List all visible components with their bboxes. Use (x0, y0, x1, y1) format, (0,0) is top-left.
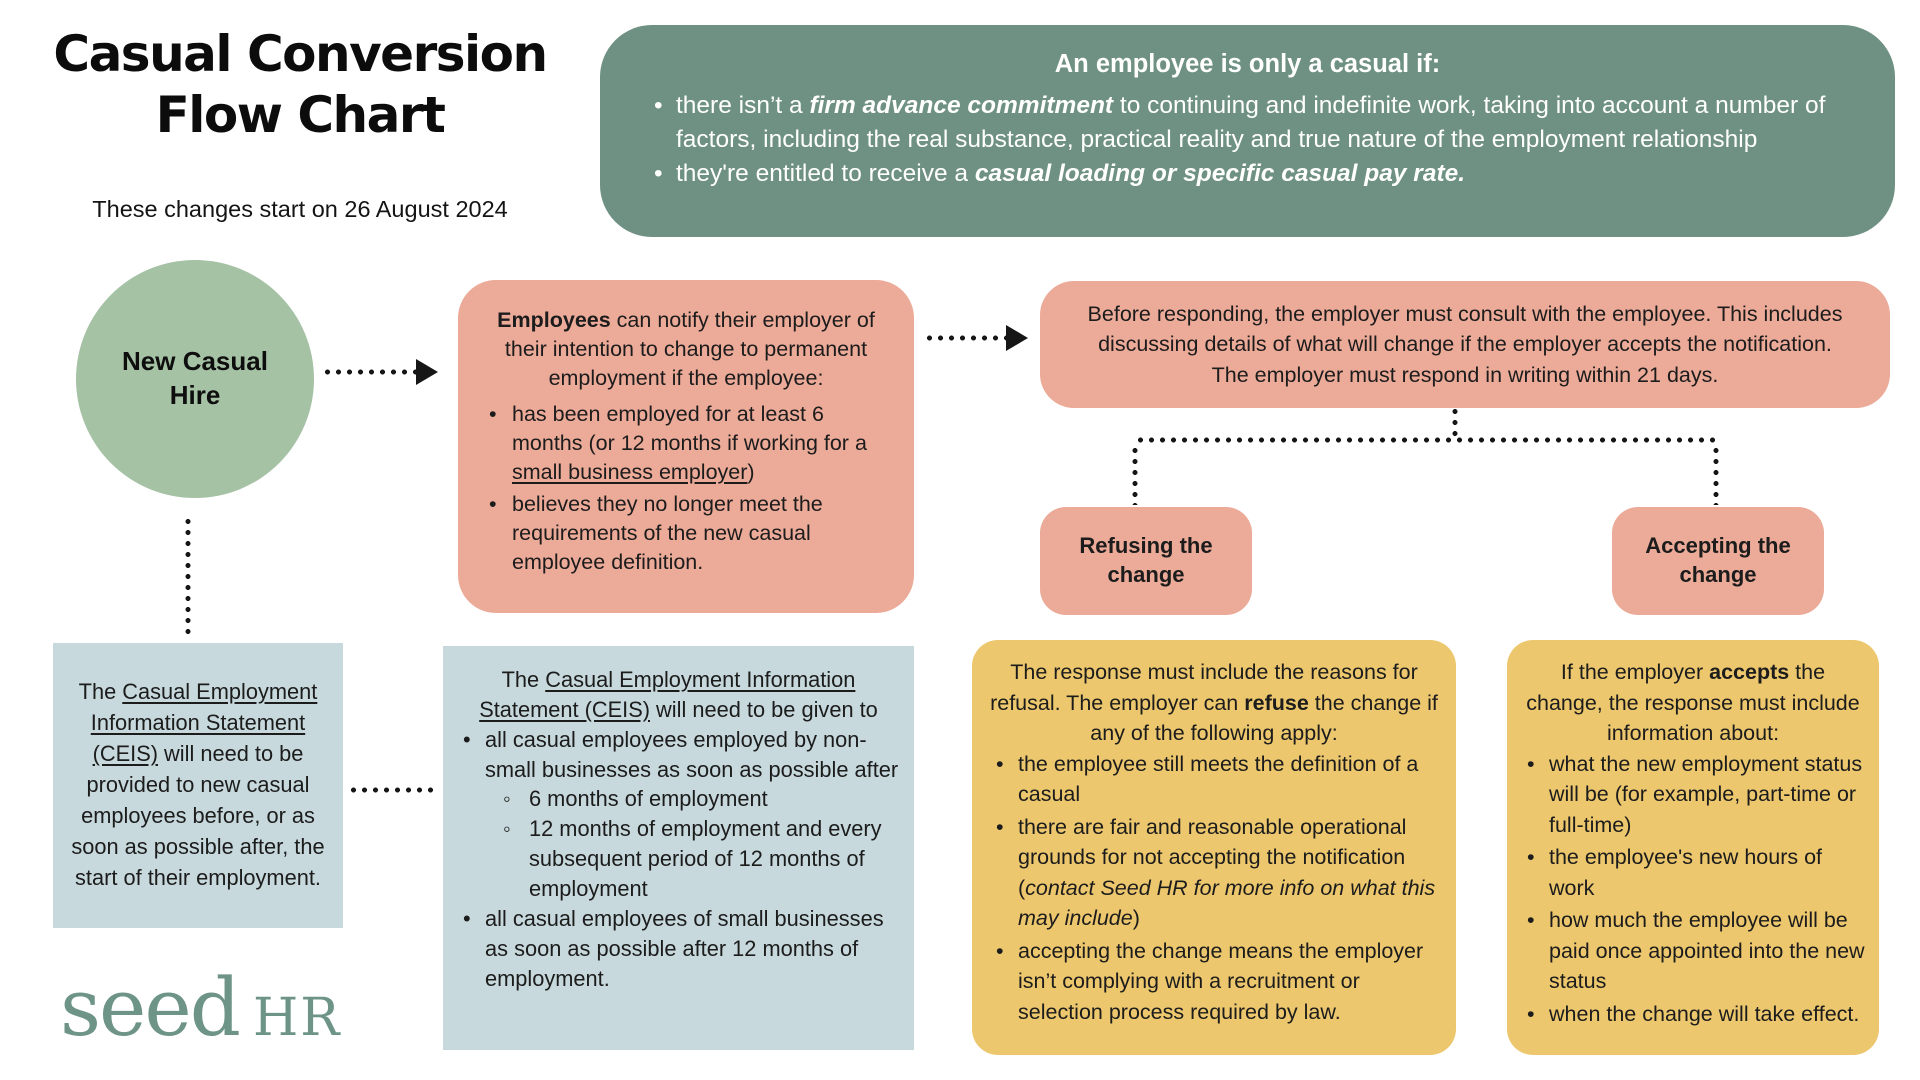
ceis-given-box: The Casual Employment Information Statem… (443, 646, 914, 1050)
dotted-connector-ceis-boxes (348, 787, 438, 793)
dotted-connector-start-to-ceis (185, 516, 191, 638)
ceis-given-intro: The Casual Employment Information Statem… (479, 667, 878, 722)
ceis-given-sub-bullet: 12 months of employment and every subseq… (497, 814, 902, 904)
employee-notify-bullet: has been employed for at least 6 months … (482, 400, 890, 487)
page-subtitle: These changes start on 26 August 2024 (92, 196, 508, 222)
employee-notify-intro: Employees can notify their employer of t… (497, 308, 875, 391)
dotted-connector-consult-stub (1452, 406, 1458, 440)
ceis-given-list: all casual employees employed by non-sma… (455, 725, 902, 994)
dotted-connector-to-refuse (1132, 445, 1138, 505)
page-title-line-2: Flow Chart (155, 86, 446, 144)
casual-definition-bullet: they're entitled to receive a casual loa… (646, 157, 1849, 192)
acceptance-details-box: If the employer accepts the change, the … (1507, 640, 1879, 1055)
acceptance-details-list: what the new employment status will be (… (1521, 749, 1865, 1030)
new-casual-hire-label: New Casual Hire (122, 346, 268, 410)
acceptance-details-bullet: the employee's new hours of work (1521, 842, 1865, 903)
refusing-change-label: Refusing the change (1079, 533, 1213, 587)
refusal-details-bullet: there are fair and reasonable operationa… (990, 812, 1438, 934)
dotted-connector-branch (1135, 437, 1721, 443)
refusal-details-intro: The response must include the reasons fo… (990, 660, 1438, 746)
acceptance-details-bullet: how much the employee will be paid once … (1521, 905, 1865, 997)
acceptance-details-bullet: what the new employment status will be (… (1521, 749, 1865, 841)
casual-definition-box: An employee is only a casual if: there i… (600, 25, 1895, 237)
employer-consult-text: Before responding, the employer must con… (1087, 301, 1843, 387)
casual-definition-heading: An employee is only a casual if: (1054, 50, 1441, 78)
seed-hr-logo-seed: seed (60, 961, 241, 1054)
ceis-given-sub-bullet: 6 months of employment (497, 784, 902, 814)
seed-hr-logo: seed HR (60, 968, 341, 1048)
ceis-given-bullet: all casual employees of small businesses… (455, 904, 902, 994)
page-title: Casual Conversion Flow Chart (38, 24, 562, 146)
ceis-given-bullet: all casual employees employed by non-sma… (455, 725, 902, 785)
acceptance-details-bullet: when the change will take effect. (1521, 999, 1865, 1030)
employer-consult-box: Before responding, the employer must con… (1040, 281, 1890, 408)
dotted-connector-start-to-notify (322, 369, 416, 375)
employee-notify-bullet: believes they no longer meet the require… (482, 490, 890, 577)
dotted-connector-notify-to-consult (924, 335, 1008, 341)
accepting-change-node: Accepting the change (1612, 507, 1824, 615)
page-title-line-1: Casual Conversion (53, 25, 548, 83)
new-casual-hire-node: New Casual Hire (76, 260, 314, 498)
refusal-details-list: the employee still meets the definition … (990, 749, 1438, 1028)
arrow-right-icon (1006, 325, 1028, 351)
refusal-details-bullet: the employee still meets the definition … (990, 749, 1438, 810)
dotted-connector-to-accept (1713, 445, 1719, 505)
refusing-change-node: Refusing the change (1040, 507, 1252, 615)
acceptance-details-intro: If the employer accepts the change, the … (1526, 660, 1860, 746)
seed-hr-logo-hr: HR (252, 988, 342, 1048)
employee-notify-list: has been employed for at least 6 months … (482, 400, 890, 577)
casual-definition-list: there isn’t a firm advance commitment to… (646, 89, 1849, 192)
arrow-right-icon (416, 359, 438, 385)
employee-notify-box: Employees can notify their employer of t… (458, 280, 914, 613)
refusal-details-box: The response must include the reasons fo… (972, 640, 1456, 1055)
ceis-provide-box: The Casual Employment Information Statem… (53, 643, 343, 928)
refusal-details-bullet: accepting the change means the employer … (990, 936, 1438, 1028)
ceis-provide-text: The Casual Employment Information Statem… (71, 679, 325, 890)
accepting-change-label: Accepting the change (1645, 533, 1791, 587)
casual-definition-bullet: there isn’t a firm advance commitment to… (646, 89, 1849, 158)
